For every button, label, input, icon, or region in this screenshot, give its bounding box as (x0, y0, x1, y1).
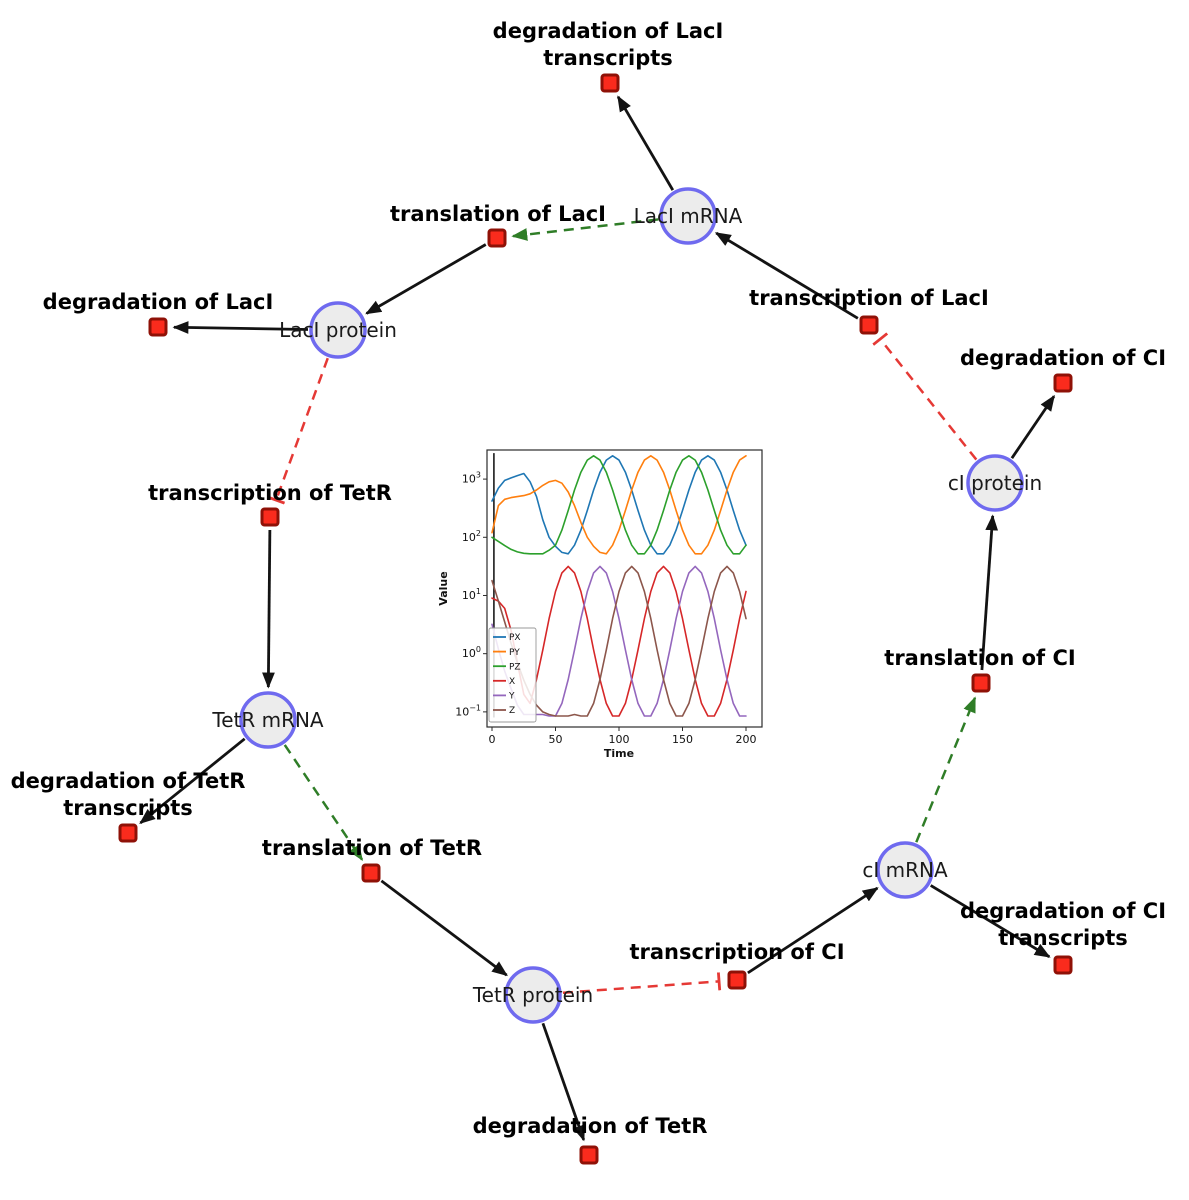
reaction-node-deg_laci (148, 317, 168, 337)
species-node-laci_mrna (659, 187, 717, 245)
reaction-node-tx_laci (859, 315, 879, 335)
species-node-ci_mrna (876, 841, 934, 899)
edge-product-transl_ci-ci_protein (980, 514, 999, 671)
reaction-label-tx_laci-line1: transcription of LacI (749, 286, 989, 310)
legend-label-PY: PY (509, 648, 520, 658)
edges-layer (139, 95, 1056, 1142)
reaction-label-tx_tetr-line1: transcription of TetR (148, 481, 392, 505)
species-label-tetr_protein: TetR protein (472, 983, 593, 1007)
reaction-label-transl_laci-line1: translation of LacI (390, 202, 606, 226)
reaction-label-deg_ci_tx-line1: degradation of CI (960, 899, 1166, 923)
edge-inhibitor-ci_protein-tx_laci (872, 332, 978, 461)
legend-label-Z: Z (509, 706, 515, 716)
y-tick-label: 100 (462, 645, 481, 660)
edge-modifier-ci_mrna-transl_ci (915, 696, 977, 843)
reaction-label-transl_tetr-line1: translation of TetR (262, 836, 482, 860)
species-label-ci_protein: cI protein (948, 471, 1042, 495)
edge-product-tx_laci-laci_mrna (714, 231, 859, 320)
edge-reactant-ci_mrna-deg_ci_tx (929, 884, 1051, 958)
reaction-node-transl_laci (487, 228, 507, 248)
reaction-node-deg_ci (1053, 373, 1073, 393)
reaction-node-transl_tetr (361, 863, 381, 883)
x-tick-label: 150 (672, 733, 693, 746)
x-tick-label: 100 (609, 733, 630, 746)
species-label-laci_mrna: LacI mRNA (634, 204, 743, 228)
reaction-label-tx_ci-line1: transcription of CI (629, 940, 844, 964)
reaction-label-deg_tetr-line1: degradation of TetR (473, 1114, 708, 1138)
reaction-label-deg_laci_tx-line1: degradation of LacI (493, 19, 724, 43)
reaction-node-deg_ci_tx (1053, 955, 1073, 975)
species-label-ci_mrna: cI mRNA (862, 858, 948, 882)
reaction-node-tx_ci (727, 970, 747, 990)
species-node-tetr_mrna (239, 691, 297, 749)
reaction-node-deg_tetr_tx (118, 823, 138, 843)
edge-reactant-laci_mrna-deg_laci_tx (616, 95, 675, 191)
series-line-PZ (491, 454, 747, 555)
y-tick-label: 10−1 (455, 703, 481, 718)
reaction-node-deg_tetr (579, 1145, 599, 1165)
edge-inhibitor-tetr_protein-tx_ci (562, 972, 722, 995)
species-label-laci_protein: LacI protein (279, 318, 397, 342)
edge-reactant-laci_protein-deg_laci (172, 321, 309, 334)
nodes-layer (118, 73, 1073, 1165)
edge-product-transl_laci-laci_protein (365, 243, 487, 315)
edge-inhibitor-laci_protein-tx_tetr (267, 357, 329, 505)
legend-label-PZ: PZ (509, 662, 521, 672)
reaction-label-deg_tetr_tx-line1: degradation of TetR (11, 769, 246, 793)
reaction-node-deg_laci_tx (600, 73, 620, 93)
edge-modifier-laci_mrna-transl_laci (511, 218, 659, 241)
y-tick-label: 102 (462, 529, 481, 544)
reaction-label-deg_laci_tx-line2: transcripts (543, 46, 673, 70)
reaction-label-transl_ci-line1: translation of CI (884, 646, 1075, 670)
reaction-node-tx_tetr (260, 507, 280, 527)
x-tick-label: 0 (489, 733, 496, 746)
reaction-label-deg_tetr_tx-line2: transcripts (63, 796, 193, 820)
edge-product-transl_tetr-tetr_protein (380, 879, 508, 977)
edge-product-tx_tetr-tetr_mrna (262, 529, 275, 689)
legend-label-Y: Y (508, 692, 515, 702)
edge-modifier-tetr_mrna-transl_tetr (283, 744, 364, 862)
edge-reactant-tetr_protein-deg_tetr (541, 1022, 586, 1142)
species-label-tetr_mrna: TetR mRNA (211, 708, 324, 732)
species-node-ci_protein (966, 454, 1024, 512)
species-node-tetr_protein (504, 966, 562, 1024)
edge-reactant-tetr_mrna-deg_tetr_tx (139, 737, 246, 825)
species-node-laci_protein (309, 301, 367, 359)
y-axis-title: Value (437, 571, 450, 605)
x-axis-title: Time (604, 747, 634, 760)
legend-label-X: X (509, 677, 515, 687)
reaction-label-deg_laci-line1: degradation of LacI (43, 290, 274, 314)
x-tick-label: 200 (736, 733, 757, 746)
reaction-node-transl_ci (971, 673, 991, 693)
edge-product-tx_ci-ci_mrna (747, 886, 879, 975)
y-tick-label: 103 (462, 471, 481, 486)
reaction-label-deg_ci-line1: degradation of CI (960, 346, 1166, 370)
series-line-PY (491, 454, 747, 555)
legend-label-PX: PX (509, 633, 521, 643)
reaction-label-deg_ci_tx-line2: transcripts (998, 926, 1128, 950)
edge-reactant-ci_protein-deg_ci (1010, 394, 1056, 459)
y-tick-label: 101 (462, 587, 481, 602)
x-tick-label: 50 (549, 733, 563, 746)
